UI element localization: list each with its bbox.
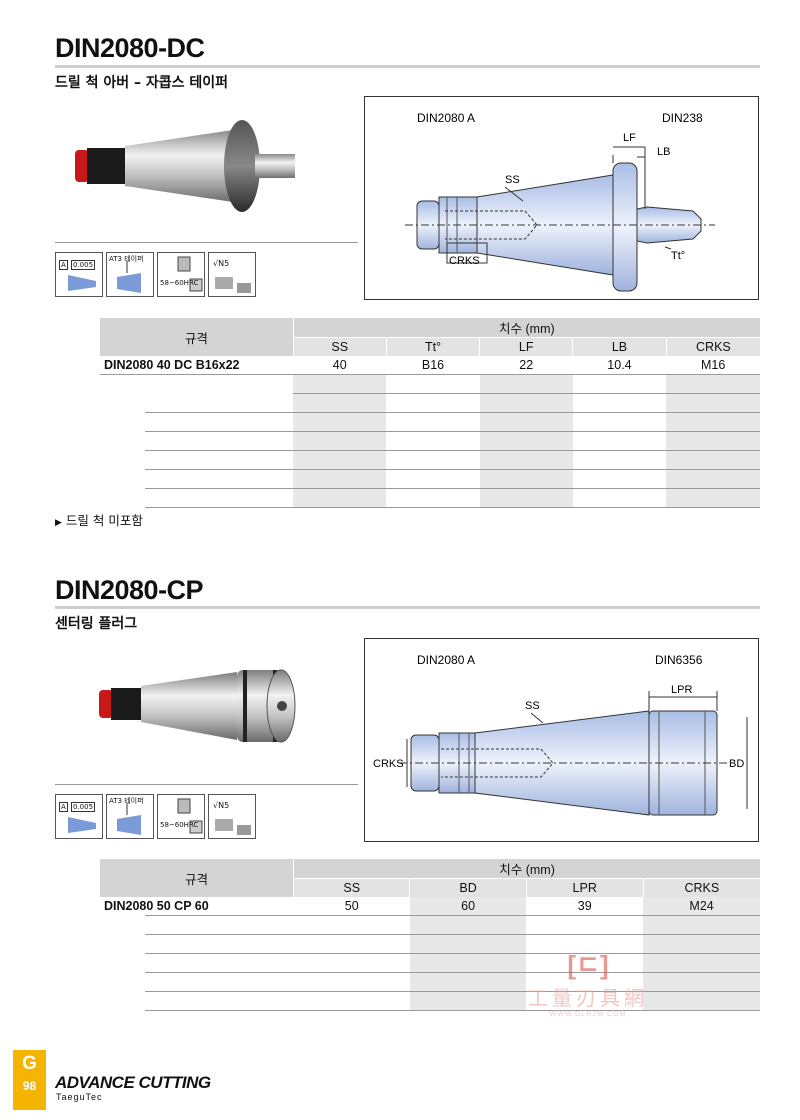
photo-divider xyxy=(55,784,358,785)
table-row-empty xyxy=(54,412,760,432)
row-value: 60 xyxy=(409,897,527,916)
watermark-url: WWW.GLRJW.COM xyxy=(549,1011,627,1018)
watermark-logo-icon: [ㄷ] xyxy=(567,950,609,980)
table-row-empty xyxy=(54,450,760,470)
row-value: 22 xyxy=(479,356,573,375)
dim-tt: Tt° xyxy=(671,250,685,262)
dim-lf: LF xyxy=(623,132,636,144)
note-text: 드릴 척 미포함 xyxy=(65,513,143,528)
feature-icons: A 0.005 AT3 테이퍼 58~60HRC √N5 xyxy=(55,252,256,297)
table2-spec-header: 규격 xyxy=(100,859,295,897)
section1-divider xyxy=(55,65,760,68)
chapter-letter: G xyxy=(22,1053,37,1074)
dim-bd: BD xyxy=(729,758,744,770)
row-value: M16 xyxy=(666,356,760,375)
section2-subtitle: 센터링 플러그 xyxy=(55,616,138,632)
section2-divider xyxy=(55,606,760,609)
table-row-empty xyxy=(55,972,760,992)
table-row-empty xyxy=(54,488,760,508)
feature-icons: A 0.005 AT3 테이퍼 58~60HRC √N5 xyxy=(55,794,256,839)
watermark-text: 工量刃具網 xyxy=(528,986,648,1010)
dim-lb: LB xyxy=(657,146,670,158)
row-value: B16 xyxy=(386,356,480,375)
table2-col-bd: BD xyxy=(409,878,527,897)
product-image-centering-plug xyxy=(55,648,355,778)
row-spec: DIN2080 50 CP 60 xyxy=(100,897,294,916)
page-number: 98 xyxy=(22,1079,37,1093)
product-image-drill-chuck-arbor xyxy=(55,100,355,240)
taper-icon: AT3 테이퍼 xyxy=(106,252,154,297)
table-row-empty xyxy=(100,374,760,394)
section1-subtitle: 드릴 척 아버 – 자콥스 테이퍼 xyxy=(55,75,229,91)
table1-col-lf: LF xyxy=(479,337,573,356)
table2-col-ss: SS xyxy=(293,878,410,897)
table-row-empty xyxy=(55,934,760,954)
section2-title: DIN2080-CP xyxy=(55,575,204,605)
table1-col-tt: Tt° xyxy=(385,337,480,356)
diagram-centering-plug: DIN2080 A DIN6356 SS LPR CRKS BD xyxy=(364,638,759,842)
section1-note: ▶ 드릴 척 미포함 xyxy=(55,510,143,529)
row-value: 39 xyxy=(526,897,644,916)
dim-ss: SS xyxy=(525,700,540,712)
diagram1-label-right: DIN238 xyxy=(662,111,703,125)
table2-col-lpr: LPR xyxy=(525,878,644,897)
diagram2-label-right: DIN6356 xyxy=(655,653,703,667)
table-row: DIN2080 40 DC B16x22 40 B16 22 10.4 M16 xyxy=(100,356,760,375)
section1-title: DIN2080-DC xyxy=(55,33,205,63)
table-row-empty xyxy=(54,431,760,451)
table-row-empty xyxy=(55,915,760,935)
diagram1-label-left: DIN2080 A xyxy=(417,111,475,125)
runout-icon: A 0.005 xyxy=(55,252,103,297)
hardness-icon: 58~60HRC xyxy=(157,252,205,297)
row-value: 10.4 xyxy=(572,356,667,375)
dim-ss: SS xyxy=(505,174,520,186)
table2-col-crks: CRKS xyxy=(642,878,760,897)
table1-col-lb: LB xyxy=(572,337,667,356)
dim-crks: CRKS xyxy=(449,255,480,267)
table2-dims-header: 치수 (mm) xyxy=(293,859,760,879)
photo-divider xyxy=(55,242,358,243)
dim-lpr: LPR xyxy=(671,684,692,696)
hardness-icon: 58~60HRC xyxy=(157,794,205,839)
diagram2-label-left: DIN2080 A xyxy=(417,653,475,667)
dim-crks: CRKS xyxy=(373,758,404,770)
table1-col-ss: SS xyxy=(292,337,387,356)
runout-icon: A 0.005 xyxy=(55,794,103,839)
table-row: DIN2080 50 CP 60 50 60 39 M24 xyxy=(100,897,760,916)
brand-logo: ADVANCE CUTTING xyxy=(55,1073,211,1092)
surface-finish-icon: √N5 xyxy=(208,252,256,297)
triangle-bullet-icon: ▶ xyxy=(55,518,62,528)
brand-subtitle: TaeguTec xyxy=(56,1092,103,1102)
row-value: 50 xyxy=(293,897,410,916)
chapter-tab: G 98 xyxy=(13,1050,46,1110)
table-row-empty xyxy=(54,469,760,489)
spec-table-cp: 규격 치수 (mm) SS BD LPR CRKS DIN2080 50 CP … xyxy=(55,859,760,1011)
table1-spec-header: 규격 xyxy=(100,318,294,356)
table-row-empty xyxy=(54,393,760,413)
row-spec: DIN2080 40 DC B16x22 xyxy=(100,356,294,375)
table-row-empty xyxy=(55,953,760,973)
table-row-empty xyxy=(55,991,760,1011)
taper-icon: AT3 테이퍼 xyxy=(106,794,154,839)
diagram-drill-chuck-arbor: DIN2080 A DIN238 SS Tt° LF LB CRKS xyxy=(364,96,759,300)
row-value: M24 xyxy=(643,897,760,916)
watermark: [ㄷ] 工量刃具網 WWW.GLRJW.COM xyxy=(528,945,648,1018)
table1-col-crks: CRKS xyxy=(665,337,760,356)
surface-finish-icon: √N5 xyxy=(208,794,256,839)
spec-table-dc: 규격 치수 (mm) SS Tt° LF LB CRKS DIN2080 40 … xyxy=(54,318,760,508)
table1-dims-header: 치수 (mm) xyxy=(293,318,760,338)
row-value: 40 xyxy=(293,356,387,375)
